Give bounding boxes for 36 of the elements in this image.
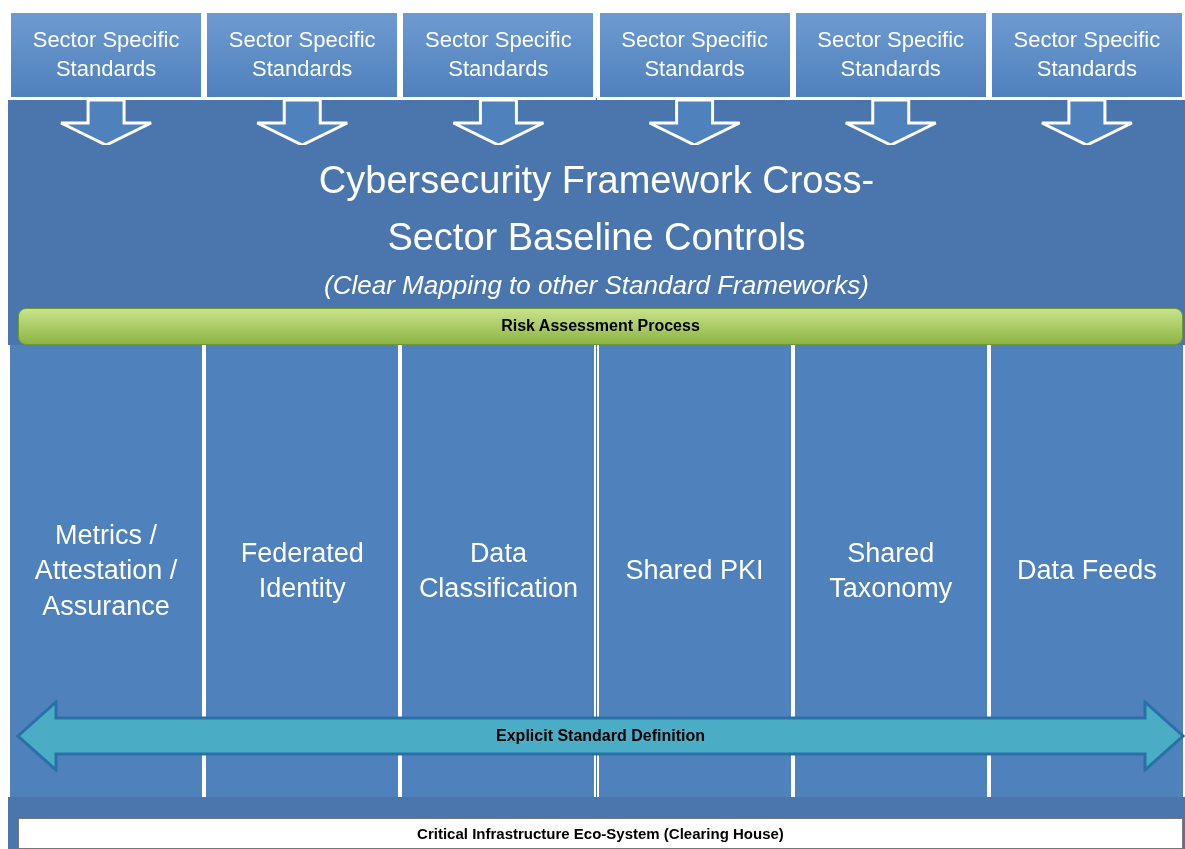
block-arrow [59, 98, 153, 147]
standards-box [596, 10, 793, 100]
standards-box [988, 10, 1185, 100]
block-arrow [451, 98, 545, 147]
double-arrow-band [16, 700, 1185, 772]
box-label: Sector Specific Standards [620, 26, 769, 83]
box-label: Sector Specific Standards [424, 26, 573, 83]
bar-label: Risk Assessment Process [501, 316, 700, 337]
standards-box [400, 10, 597, 100]
block-arrow [844, 98, 938, 147]
pillar-label: Data Feeds [1017, 554, 1157, 588]
standards-box [792, 10, 989, 100]
standards-box [8, 10, 205, 100]
ecosystem-box [18, 818, 1183, 849]
box-label: Sector Specific Standards [1012, 26, 1162, 83]
block-arrow [1040, 98, 1134, 147]
block-arrow [255, 98, 349, 147]
pillar-label: Data Classification [417, 536, 579, 605]
box-label: Sector Specific Standards [227, 26, 377, 83]
pillar-label: Shared PKI [625, 554, 764, 588]
block-arrow [648, 98, 742, 147]
box-label: Sector Specific Standards [816, 26, 966, 83]
pillar-column [792, 345, 989, 797]
box-label: Sector Specific Standards [31, 26, 181, 83]
process-bar [18, 308, 1183, 345]
framework-subtitle: (Clear Mapping to other Standard Frameworks) [324, 270, 869, 301]
standards-box [204, 10, 401, 100]
arrow-label: Explicit Standard Definition [496, 725, 705, 746]
pillar-label: Shared Taxonomy [828, 536, 954, 605]
pillar-column [204, 345, 401, 797]
framework-title: Cybersecurity Framework Cross-Sector Baseline Controls [317, 158, 876, 260]
pillar-column [8, 345, 205, 797]
pillar-label: Metrics / Attestation / Assurance [33, 519, 179, 623]
box-label: Critical Infrastructure Eco-System (Clearing House) [417, 823, 784, 844]
pillar-label: Federated Identity [239, 536, 365, 605]
pillar-column [988, 345, 1185, 797]
